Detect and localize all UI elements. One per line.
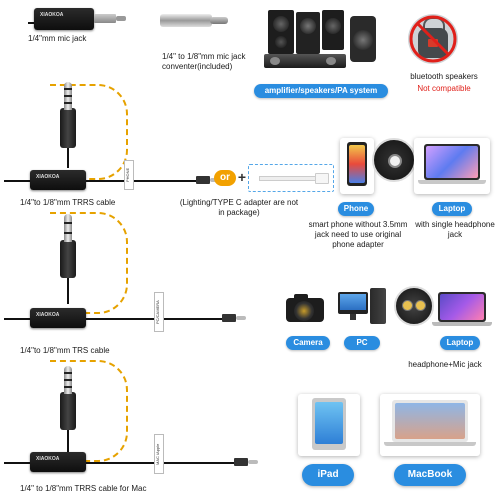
speaker-left — [268, 10, 294, 54]
mic-jack-label: 1/4"mm mic jack — [28, 34, 87, 43]
pc-pill: PC — [344, 336, 380, 350]
adapter-note: (Lighting/TYPE C adapter are not in pack… — [179, 198, 299, 217]
camera-image — [284, 292, 328, 326]
pc-image — [338, 288, 388, 328]
or-badge: or — [214, 170, 236, 186]
not-compatible-label: Not compatible — [417, 84, 471, 93]
macbook-image — [380, 394, 480, 456]
bluetooth-speaker-circle — [408, 14, 458, 64]
ipad-image — [298, 394, 360, 456]
amplifier — [264, 54, 346, 68]
row3-hook — [50, 212, 128, 314]
phone-note: smart phone without 3.5mm jack need to u… — [308, 220, 408, 249]
pa-speaker — [350, 16, 376, 62]
quarter-inch-tip — [116, 16, 126, 21]
phone-pill: Phone — [338, 202, 374, 216]
antenna-cable — [28, 22, 36, 24]
bluetooth-speakers-label: bluetooth speakers — [410, 72, 478, 81]
headphone-mic-note: headphone+Mic jack — [408, 360, 482, 369]
converter-label: 1/4" to 1/8"mm mic jack conventer(includ… — [162, 52, 246, 71]
laptop-note: with single headphone jack — [415, 220, 495, 239]
row3-cable-label: 1/4"to 1/8"mm TRS cable — [20, 346, 110, 355]
plus-sign: + — [237, 169, 247, 185]
phone-jack-zoom — [372, 138, 416, 182]
row4-cable-label: 1/4" to 1/8"mm TRRS cable for Mac — [20, 484, 147, 493]
receiver-unit: XIAOKOA — [34, 8, 94, 30]
laptop-pill: Laptop — [432, 202, 472, 216]
speaker-mid — [296, 12, 320, 54]
row4-hook — [50, 360, 128, 462]
amplifier-speakers-image — [260, 10, 390, 80]
bluetooth-speaker-body — [418, 28, 448, 58]
amp-system-pill: amplifier/speakers/PA system — [254, 84, 388, 98]
prohibited-icon — [409, 15, 457, 63]
converter-tip — [210, 17, 228, 24]
speaker-right — [322, 10, 344, 50]
row2-hook — [50, 84, 128, 180]
row3-unit: XIAOKOA — [30, 308, 86, 328]
phone-tag: PHONE — [124, 160, 134, 190]
ipad-pill: iPad — [302, 464, 354, 486]
row3-laptop-pill: Laptop — [440, 336, 480, 350]
trrs-mac-plug-body — [60, 392, 76, 430]
row3-laptop-image — [432, 292, 492, 328]
trs-plug-body — [60, 240, 76, 278]
receiver-brand: XIAOKOA — [40, 12, 64, 18]
laptop-image — [414, 138, 490, 194]
macbook-pill: MacBook — [394, 464, 466, 486]
pc-camera-tag: PC/CAMERA — [154, 292, 164, 332]
mac-apple-tag: MAC /Apple — [154, 434, 164, 474]
jack-converter — [160, 14, 212, 27]
combo-jack-zoom — [394, 286, 434, 326]
adapter-box — [248, 164, 334, 192]
row2-unit: XIAOKOA — [30, 170, 86, 190]
phone-image — [340, 138, 374, 194]
quarter-inch-plug — [94, 14, 116, 23]
trs-plug-tip — [64, 214, 72, 242]
row2-cable-label: 1/4"to 1/8"mm TRRS cable — [20, 198, 116, 207]
camera-pill: Camera — [286, 336, 330, 350]
trrs-plug-body — [60, 108, 76, 148]
row4-unit: XIAOKOA — [30, 452, 86, 472]
